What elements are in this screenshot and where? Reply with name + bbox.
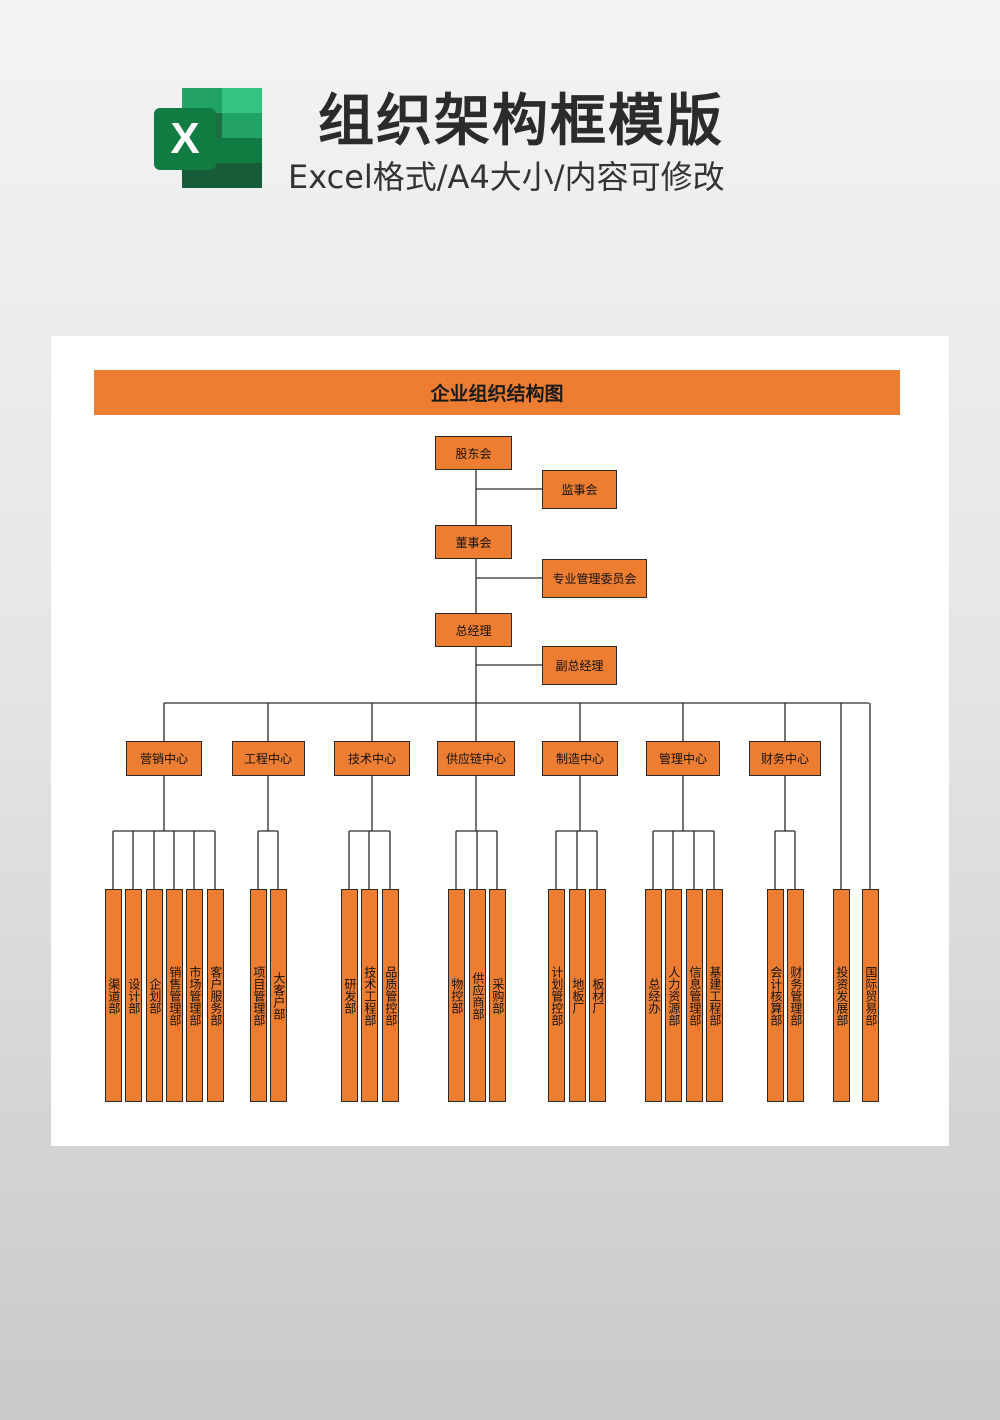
dept-node: 人力资源部 [664, 889, 682, 1102]
dept-node: 总经办 [644, 889, 662, 1102]
dept-node: 技术工程部 [360, 889, 378, 1102]
node-shareholders: 股东会 [435, 436, 512, 470]
dept-node: 渠道部 [104, 889, 122, 1102]
logo-letter: X [170, 114, 199, 163]
node-supervisors: 监事会 [542, 470, 617, 509]
node-general-manager: 总经理 [435, 613, 512, 647]
direct-dept-node: 国际贸易部 [861, 889, 879, 1102]
dept-node: 基建工程部 [705, 889, 723, 1102]
dept-node: 计划管控部 [547, 889, 565, 1102]
center-node: 营销中心 [126, 741, 202, 776]
dept-node: 地板厂 [568, 889, 586, 1102]
dept-node: 企划部 [145, 889, 163, 1102]
dept-node: 市场管理部 [185, 889, 203, 1102]
center-node: 财务中心 [749, 741, 821, 776]
dept-node: 财务管理部 [786, 889, 804, 1102]
dept-node: 客户服务部 [206, 889, 224, 1102]
dept-node: 品质管控部 [381, 889, 399, 1102]
page-subtitle: Excel格式/A4大小/内容可修改 [288, 158, 725, 196]
dept-node: 设计部 [124, 889, 142, 1102]
chart-title: 企业组织结构图 [94, 370, 900, 415]
dept-node: 物控部 [447, 889, 465, 1102]
node-committee: 专业管理委员会 [542, 559, 647, 598]
center-node: 技术中心 [334, 741, 410, 776]
dept-node: 板材厂 [588, 889, 606, 1102]
center-node: 管理中心 [646, 741, 720, 776]
center-node: 制造中心 [542, 741, 618, 776]
center-node: 工程中心 [231, 741, 305, 776]
dept-node: 研发部 [340, 889, 358, 1102]
page-title: 组织架构框模版 [318, 89, 724, 154]
dept-node: 采购部 [488, 889, 506, 1102]
direct-dept-node: 投资发展部 [832, 889, 850, 1102]
dept-node: 信息管理部 [685, 889, 703, 1102]
node-board: 董事会 [435, 525, 512, 559]
dept-node: 项目管理部 [249, 889, 267, 1102]
dept-node: 销售管理部 [165, 889, 183, 1102]
center-node: 供应链中心 [437, 741, 515, 776]
dept-node: 供应商部 [468, 889, 486, 1102]
node-vice-general-manager: 副总经理 [542, 646, 617, 685]
dept-node: 大客户部 [269, 889, 287, 1102]
dept-node: 会计核算部 [766, 889, 784, 1102]
excel-logo-icon: X [154, 88, 262, 188]
